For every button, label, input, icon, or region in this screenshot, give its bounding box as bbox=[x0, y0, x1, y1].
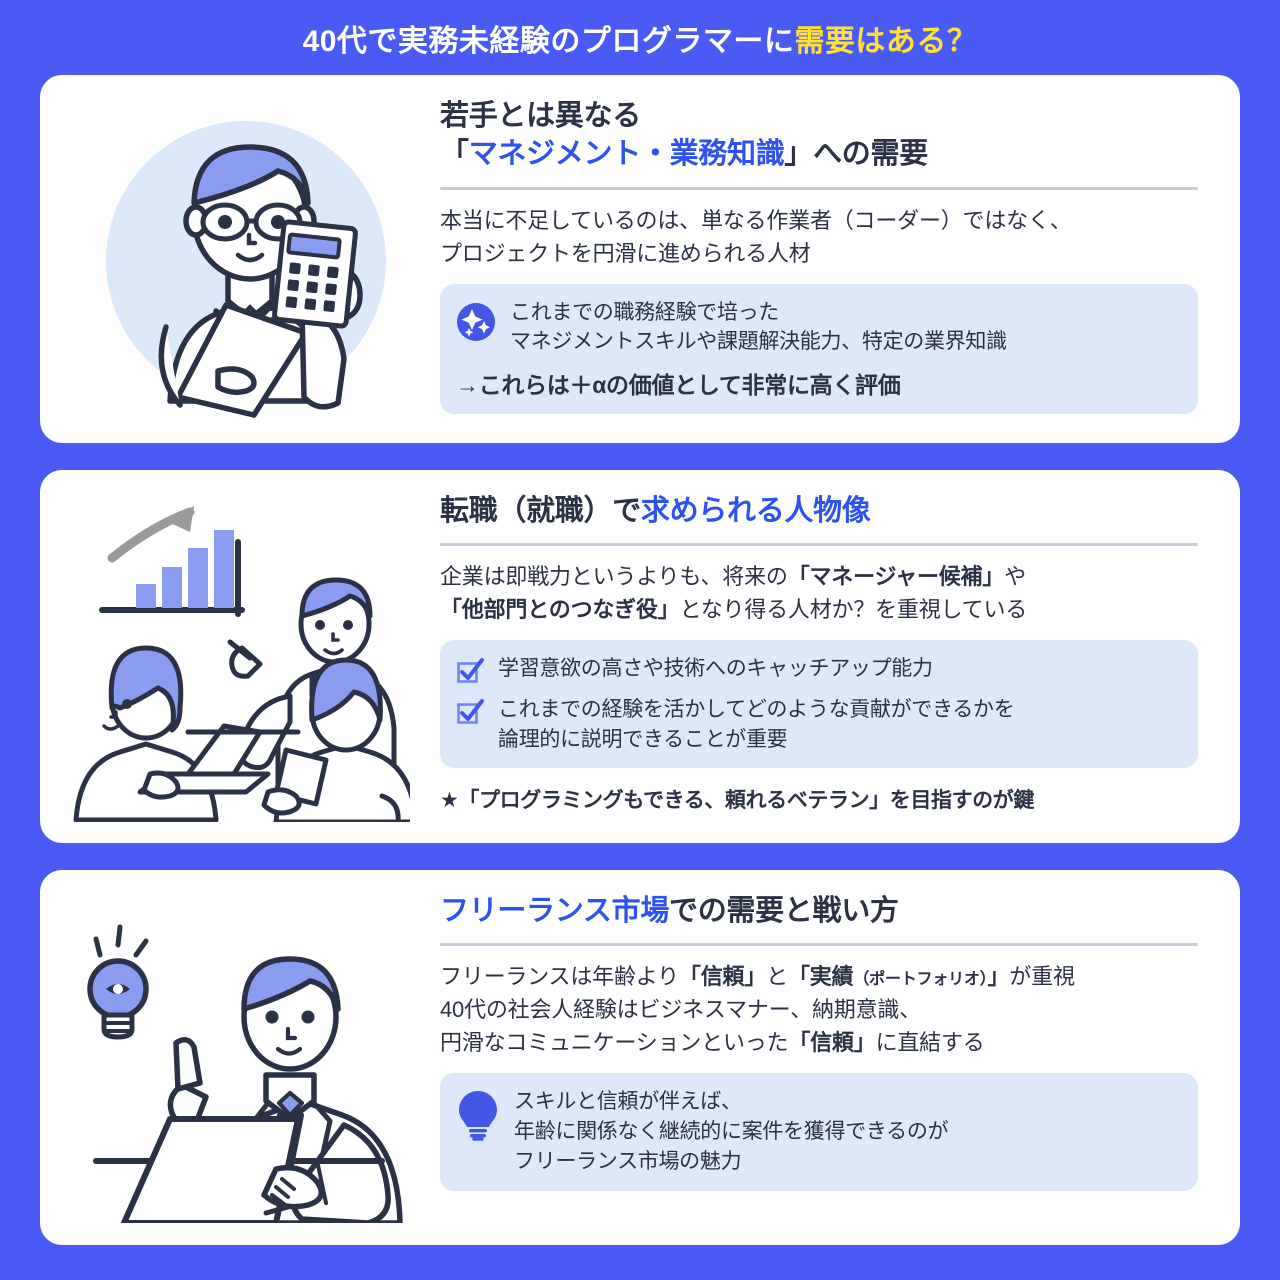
checklist-item-2-line2: 論理的に説明できることが重要 bbox=[498, 727, 788, 751]
card1-heading-line2: 「マネジメント・業務知識」への需要 bbox=[440, 135, 1198, 173]
card2-heading: 転職（就職）で求められる人物像 bbox=[440, 492, 1198, 530]
card1-callout-line2: マネジメントスキルや課題解決能力、特定の業界知識 bbox=[510, 330, 1007, 354]
card2-body-line1-post: や bbox=[1004, 564, 1026, 590]
card1-divider bbox=[440, 186, 1198, 190]
lightbulb-icon bbox=[459, 1091, 497, 1141]
card1-callout-row: これまでの職務経験で培った マネジメントスキルや課題解決能力、特定の業界知識 bbox=[456, 298, 1180, 358]
card-desired-talent-profile: 転職（就職）で求められる人物像 企業は即戦力というよりも、将来の「マネージャー候… bbox=[40, 470, 1240, 843]
card3-body-line3-pre: 円滑なコミュニケーションといった bbox=[440, 1030, 789, 1056]
card1-heading-quote-close: 」への需要 bbox=[784, 138, 928, 171]
card1-callout: これまでの職務経験で培った マネジメントスキルや課題解決能力、特定の業界知識 →… bbox=[440, 283, 1198, 415]
checklist-item-2: これまでの経験を活かしてどのような貢献ができるかを 論理的に説明できることが重要 bbox=[456, 695, 1180, 754]
card2-body-line2-bold: 「他部門とのつなぎ役」 bbox=[440, 597, 680, 623]
card3-body-line1-mid: と bbox=[766, 964, 788, 990]
card2-body-line2-post: となり得る人材か？を重視している bbox=[679, 597, 1028, 623]
card2-heading-plain: 転職（就職）で bbox=[440, 495, 641, 527]
page-title: 40代で実務未経験のプログラマーに需要はある？ bbox=[303, 16, 978, 60]
checklist-item-2-text: これまでの経験を活かしてどのような貢献ができるかを 論理的に説明できることが重要 bbox=[498, 695, 1015, 754]
card1-heading: 若手とは異なる 「マネジメント・業務知識」への需要 bbox=[440, 97, 1198, 174]
man-laptop-idea-svg bbox=[87, 924, 403, 1223]
card2-body-line1-pre: 企業は即戦力というよりも、将来の bbox=[440, 564, 788, 590]
card2-star-note: ★「プログラミングもできる、頼れるベテラン」を目指すのが鍵 bbox=[440, 789, 1034, 813]
card3-callout-line1: スキルと信頼が伴えば、 bbox=[514, 1090, 742, 1114]
checklist-item-1-text: 学習意欲の高さや技術へのキャッチアップ能力 bbox=[498, 657, 933, 681]
card2-content: 転職（就職）で求められる人物像 企業は即戦力というよりも、将来の「マネージャー候… bbox=[440, 470, 1240, 834]
card3-body-line1: フリーランスは年齢より「信頼」と「実績（ポートフォリオ）」が重視 bbox=[440, 960, 1198, 993]
card3-heading-plain: での需要と戦い方 bbox=[669, 895, 899, 927]
card2-body-line1: 企業は即戦力というよりも、将来の「マネージャー候補」や bbox=[440, 560, 1198, 593]
card3-callout-row: スキルと信頼が伴えば、 年齢に関係なく継続的に案件を獲得できるのが フリーランス… bbox=[456, 1087, 1180, 1176]
card3-content: フリーランス市場での需要と戦い方 フリーランスは年齢より「信頼」と「実績（ポート… bbox=[440, 870, 1240, 1211]
card3-body-line1-post: が重視 bbox=[1009, 964, 1075, 990]
card3-heading: フリーランス市場での需要と戦い方 bbox=[440, 892, 1198, 930]
card2-heading-highlight: 求められる人物像 bbox=[640, 495, 871, 527]
card1-heading-highlight: マネジメント・業務知識 bbox=[468, 138, 785, 171]
card3-body-line1-bold2: 「実績 bbox=[787, 964, 854, 990]
illustration-team-meeting-with-growth-chart bbox=[40, 492, 440, 822]
illustration-businessman-with-calculator bbox=[40, 89, 440, 429]
sparkle-icon bbox=[457, 302, 495, 341]
checklist-item-1: 学習意欲の高さや技術へのキャッチアップ能力 bbox=[456, 654, 1180, 685]
checklist-item-2-line1: これまでの経験を活かしてどのような貢献ができるかを bbox=[498, 698, 1015, 722]
card3-body-line2: 40代の社会人経験はビジネスマナー、納期意識、 bbox=[440, 997, 921, 1023]
card-freelance-market: フリーランス市場での需要と戦い方 フリーランスは年齢より「信頼」と「実績（ポート… bbox=[40, 870, 1240, 1245]
card3-callout-text: スキルと信頼が伴えば、 年齢に関係なく継続的に案件を獲得できるのが フリーランス… bbox=[514, 1087, 949, 1176]
card3-body: フリーランスは年齢より「信頼」と「実績（ポートフォリオ）」が重視 40代の社会人… bbox=[440, 960, 1198, 1059]
page-title-bar: 40代で実務未経験のプログラマーに需要はある？ bbox=[0, 0, 1280, 75]
card3-heading-highlight: フリーランス市場 bbox=[440, 895, 670, 927]
card2-body-line1-bold: 「マネージャー候補」 bbox=[787, 564, 1005, 590]
card1-callout-text: これまでの職務経験で培った マネジメントスキルや課題解決能力、特定の業界知識 bbox=[510, 298, 1007, 358]
card2-checklist-box: 学習意欲の高さや技術へのキャッチアップ能力 これまでの経験を活かしてどのような貢… bbox=[440, 640, 1198, 769]
page-title-highlight: 需要はある？ bbox=[794, 24, 978, 58]
page-title-plain: 40代で実務未経験のプログラマーに bbox=[302, 24, 795, 58]
card3-callout-line3: フリーランス市場の魅力 bbox=[514, 1149, 742, 1173]
card1-body-line2: プロジェクトを円滑に進められる人材 bbox=[440, 240, 811, 266]
card3-callout-line2: 年齢に関係なく継続的に案件を獲得できるのが bbox=[514, 1120, 949, 1144]
card3-body-line1-pre: フリーランスは年齢より bbox=[440, 964, 679, 990]
card1-body-line1: 本当に不足しているのは、単なる作業者（コーダー）ではなく、 bbox=[440, 207, 1072, 233]
businessman-calculator-svg bbox=[106, 121, 386, 418]
card3-body-line1-portfolio-note: （ポートフォリオ） bbox=[853, 971, 988, 989]
card1-content: 若手とは異なる 「マネジメント・業務知識」への需要 本当に不足しているのは、単な… bbox=[440, 75, 1240, 434]
checkbox-checked-icon bbox=[457, 658, 484, 684]
card-management-knowledge: 若手とは異なる 「マネジメント・業務知識」への需要 本当に不足しているのは、単な… bbox=[40, 75, 1240, 443]
card2-body: 企業は即戦力というよりも、将来の「マネージャー候補」や 「他部門とのつなぎ役」と… bbox=[440, 560, 1198, 626]
card2-body-line2: 「他部門とのつなぎ役」となり得る人材か？を重視している bbox=[440, 593, 1198, 626]
card1-heading-quote-open: 「 bbox=[440, 138, 469, 171]
card3-body-line1-bold3: 」 bbox=[987, 964, 1010, 990]
team-meeting-svg bbox=[73, 505, 410, 822]
card3-body-line3-bold: 「信頼」 bbox=[788, 1030, 876, 1056]
card3-divider bbox=[440, 943, 1198, 947]
checkbox-checked-icon bbox=[457, 699, 484, 725]
card3-body-line3-post: に直結する bbox=[875, 1030, 985, 1056]
card3-callout: スキルと信頼が伴えば、 年齢に関係なく継続的に案件を獲得できるのが フリーランス… bbox=[440, 1073, 1198, 1191]
card3-body-line1-bold1: 「信頼」 bbox=[678, 964, 767, 990]
illustration-man-at-laptop-with-idea-bulb bbox=[40, 893, 440, 1223]
card1-body: 本当に不足しているのは、単なる作業者（コーダー）ではなく、 プロジェクトを円滑に… bbox=[440, 204, 1198, 270]
card2-divider bbox=[440, 543, 1198, 547]
card1-callout-line1: これまでの職務経験で培った bbox=[510, 300, 780, 324]
card3-body-line3: 円滑なコミュニケーションといった「信頼」に直結する bbox=[440, 1026, 1198, 1059]
card1-callout-arrow-line: →これらは＋αの価値として非常に高く評価 bbox=[456, 372, 901, 399]
card1-heading-line1: 若手とは異なる bbox=[440, 100, 641, 132]
